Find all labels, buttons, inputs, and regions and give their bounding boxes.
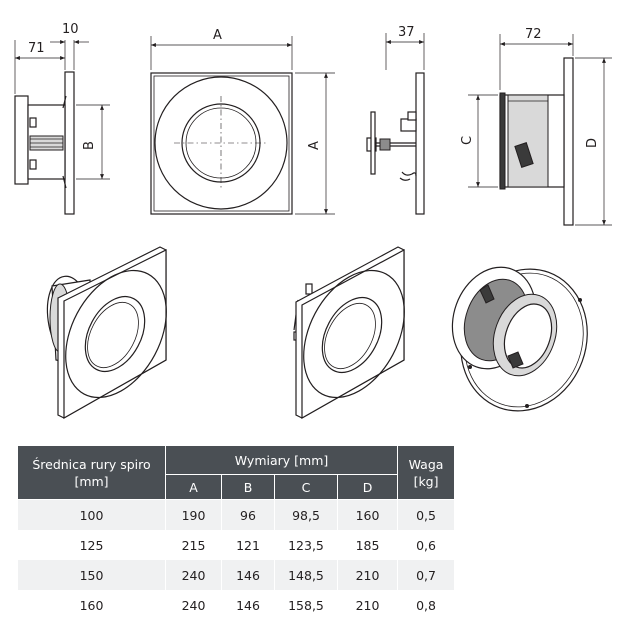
side-view-middle: 37 [366, 25, 425, 215]
dim-label-71: 71 [28, 41, 45, 56]
dim-label-37: 37 [398, 25, 415, 40]
header-col-c: C [274, 474, 338, 500]
dim-label-72: 72 [525, 27, 542, 42]
technical-drawings: 71 10 B A A [14, 22, 612, 420]
cell-d: 210 [336, 590, 399, 620]
isometric-view-left [46, 246, 167, 420]
cell-d: 160 [336, 499, 399, 530]
front-view: A A [150, 28, 335, 215]
cell-c: 98,5 [274, 499, 338, 530]
cell-weight: 0,6 [397, 530, 456, 560]
isometric-view-right [451, 266, 588, 412]
cell-diameter: 100 [17, 499, 166, 530]
table-row: 150 240 146 148,5 210 0,7 [17, 560, 456, 590]
cell-b: 96 [221, 499, 275, 530]
cell-diameter: 160 [17, 590, 166, 620]
cell-a: 215 [165, 530, 222, 560]
dim-label-d: D [585, 138, 600, 148]
header-diameter: Średnica rury spiro [mm] [17, 445, 166, 500]
table-row: 100 190 96 98,5 160 0,5 [17, 499, 456, 530]
header-col-d: D [336, 474, 399, 500]
table-row: 160 240 146 158,5 210 0,8 [17, 590, 456, 620]
cell-weight: 0,5 [397, 499, 456, 530]
cell-a: 240 [165, 590, 222, 620]
cell-b: 146 [221, 560, 275, 590]
cell-weight: 0,8 [397, 590, 456, 620]
isometric-view-middle [293, 246, 405, 420]
header-dimensions: Wymiary [mm] [164, 445, 399, 475]
dim-label-c: C [460, 136, 475, 145]
side-view-left: 71 10 B [14, 22, 110, 215]
dimensions-table: Średnica rury spiro [mm] Wymiary [mm] Wa… [17, 445, 456, 620]
header-col-a: A [165, 474, 222, 500]
cell-c: 158,5 [274, 590, 338, 620]
header-col-b: B [221, 474, 275, 500]
dim-label-10: 10 [62, 22, 79, 37]
cell-b: 146 [221, 590, 275, 620]
dim-label-b: B [82, 141, 97, 150]
cell-d: 185 [336, 530, 399, 560]
dim-label-a-height: A [307, 141, 322, 150]
cell-b: 121 [221, 530, 275, 560]
header-weight: Waga [kg] [397, 445, 456, 500]
cell-weight: 0,7 [397, 560, 456, 590]
cell-d: 210 [336, 560, 399, 590]
cell-c: 148,5 [274, 560, 338, 590]
cell-diameter: 125 [17, 530, 166, 560]
cell-c: 123,5 [274, 530, 338, 560]
side-view-right: 72 C D [460, 27, 612, 226]
table-row: 125 215 121 123,5 185 0,6 [17, 530, 456, 560]
cell-a: 190 [165, 499, 222, 530]
dim-label-a-width: A [213, 28, 222, 43]
cell-a: 240 [165, 560, 222, 590]
cell-diameter: 150 [17, 560, 166, 590]
